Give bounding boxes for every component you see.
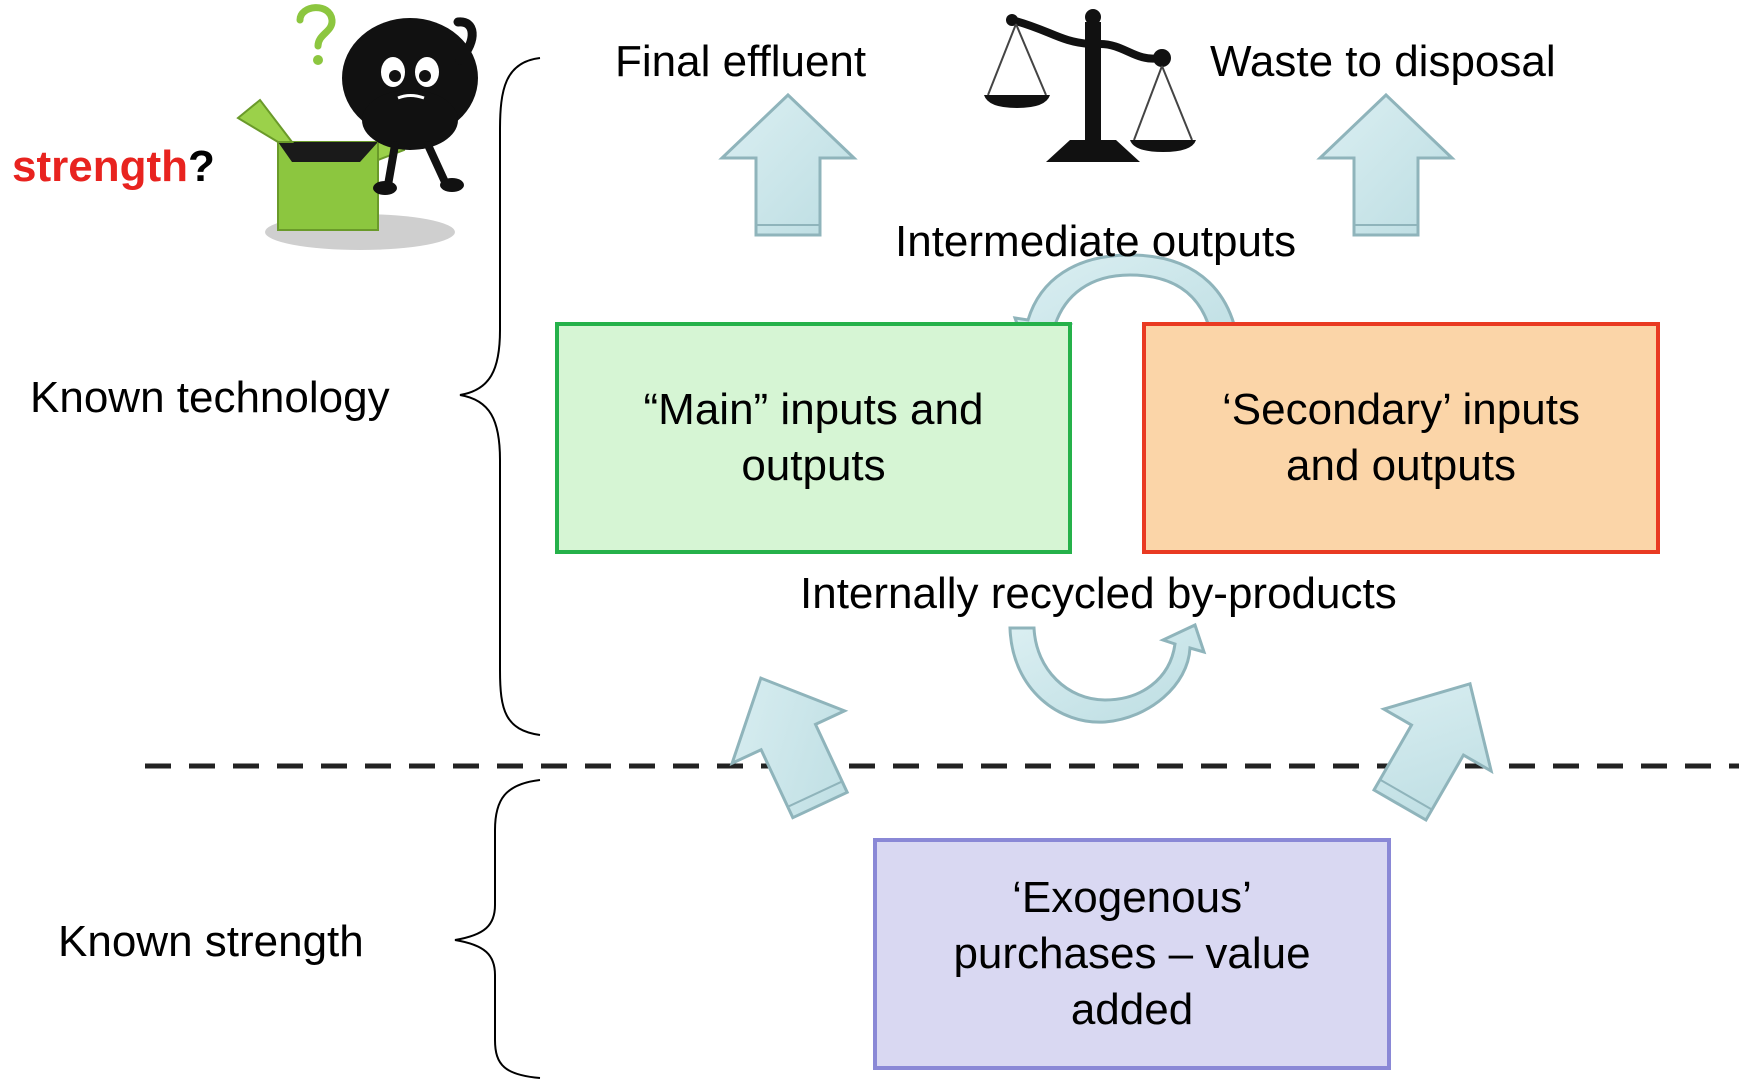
balance-scale-icon — [984, 9, 1196, 162]
question-mark: ? — [188, 142, 215, 191]
label-final-effluent: Final effluent — [615, 37, 867, 86]
question-mark-icon — [296, 4, 336, 65]
curved-arrow-intermediate — [1012, 253, 1242, 372]
box-main-inputs-outputs: “Main” inputs and outputs — [555, 322, 1072, 554]
question-strength-label: strength? — [12, 142, 215, 192]
label-known-technology: Known technology — [30, 373, 390, 422]
label-internally-recycled: Internally recycled by-products — [800, 569, 1397, 618]
label-intermediate-outputs: Intermediate outputs — [895, 217, 1297, 266]
brace-known-technology — [459, 57, 541, 736]
box-exogenous-purchases: ‘Exogenous’ purchases – value added — [873, 838, 1391, 1070]
box-secondary-line1: ‘Secondary’ inputs — [1222, 385, 1580, 435]
label-known-strength: Known strength — [58, 917, 364, 966]
box-main-line1: “Main” inputs and — [643, 385, 984, 435]
box-secondary-inputs-outputs: ‘Secondary’ inputs and outputs — [1142, 322, 1660, 554]
arrow-up-final-effluent — [718, 92, 858, 237]
box-secondary-line2: and outputs — [1286, 441, 1516, 490]
curved-arrow-recycled — [1008, 622, 1207, 724]
label-waste-to-disposal: Waste to disposal — [1210, 37, 1556, 86]
box-exogenous-line1: ‘Exogenous’ — [1012, 873, 1252, 923]
arrow-exogenous-to-secondary — [1371, 681, 1494, 823]
box-main-line2: outputs — [741, 441, 886, 490]
arrow-up-waste-to-disposal — [1316, 92, 1456, 237]
arrow-exogenous-to-main — [729, 676, 850, 820]
thinking-character-icon — [236, 4, 478, 250]
brace-known-strength — [454, 779, 541, 1079]
box-exogenous-line3: added — [1070, 984, 1194, 1034]
box-exogenous-line2: purchases – value — [953, 929, 1311, 979]
question-word: strength — [12, 142, 188, 191]
